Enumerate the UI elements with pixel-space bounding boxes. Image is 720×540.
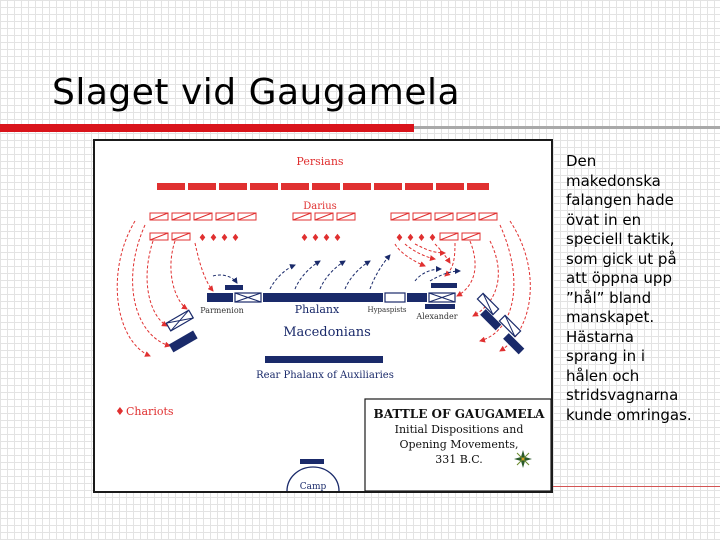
map-box-line2: Opening Movements, (400, 438, 519, 451)
chariots-label: Chariots (126, 405, 174, 418)
slide-body-text: Den makedonska falangen hade övat in en … (566, 152, 692, 424)
right-flank-units (476, 292, 525, 355)
rear-phalanx-unit (265, 356, 383, 363)
svg-text:♦: ♦ (395, 233, 404, 244)
parmenion-label: Parmenion (200, 306, 244, 315)
svg-text:♦: ♦ (198, 233, 207, 244)
svg-text:♦: ♦ (220, 233, 229, 244)
map-box-title: BATTLE OF GAUGAMELA (374, 407, 546, 421)
title-divider-line (414, 126, 720, 129)
darius-label: Darius (303, 201, 337, 212)
persians-label: Persians (296, 155, 343, 168)
persian-second-line (149, 212, 498, 221)
phalanx-label: Phalanx (295, 303, 340, 316)
chariot-markers: ♦♦♦♦ ♦♦♦♦ ♦♦♦♦ (198, 233, 437, 244)
svg-text:♦: ♦ (231, 233, 240, 244)
svg-text:♦: ♦ (406, 233, 415, 244)
title-accent-bar (0, 124, 414, 132)
alexander-label: Alexander (415, 312, 457, 321)
rear-phalanx-label: Rear Phalanx of Auxiliaries (256, 370, 394, 381)
camp-label: Camp (300, 482, 327, 491)
map-title-box: BATTLE OF GAUGAMELA Initial Dispositions… (364, 398, 551, 491)
map-box-line1: Initial Dispositions and (395, 423, 524, 436)
chariot-symbol: ♦ (115, 405, 125, 418)
hypaspists-label: Hypaspists (367, 306, 406, 314)
compass-rose-icon (514, 450, 532, 468)
svg-text:♦: ♦ (322, 233, 331, 244)
chariots-legend: ♦ Chariots (115, 405, 174, 418)
left-flank-units (165, 309, 198, 353)
persian-third-line (149, 232, 481, 241)
svg-text:♦: ♦ (417, 233, 426, 244)
battle-map-svg: Persians Darius (115, 155, 551, 491)
svg-text:♦: ♦ (209, 233, 218, 244)
macedonians-label: Macedonians (283, 325, 371, 340)
svg-text:♦: ♦ (333, 233, 342, 244)
camp-marker: Camp (286, 459, 340, 491)
svg-text:♦: ♦ (428, 233, 437, 244)
map-box-line3: 331 B.C. (435, 453, 483, 466)
macedonian-advance-arrows (212, 254, 461, 290)
macedonian-line (207, 283, 457, 309)
persian-front-line (157, 183, 489, 190)
battle-map: Persians Darius (93, 139, 553, 493)
slide-title: Slaget vid Gaugamela (52, 72, 461, 113)
svg-text:♦: ♦ (311, 233, 320, 244)
svg-text:♦: ♦ (300, 233, 309, 244)
